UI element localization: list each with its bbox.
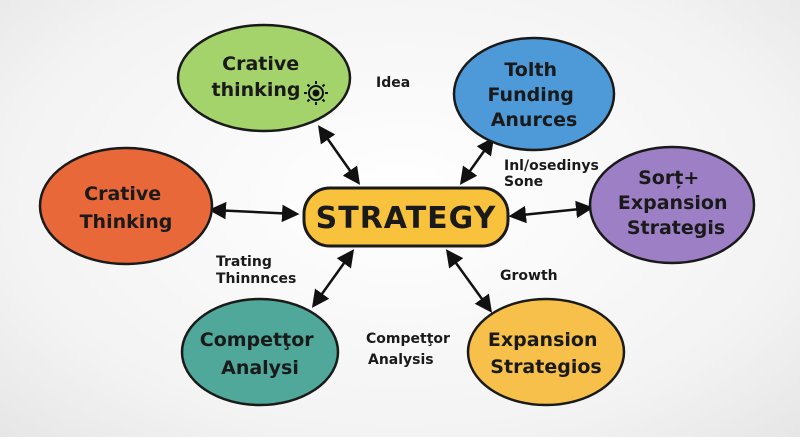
arrow-center-bottom-left (311, 249, 355, 308)
svg-text:Trating Thinnnces: Trating Thinnnces (216, 254, 296, 287)
node-right: Sorț+ Expansion Strategis (588, 145, 756, 265)
node-top-right: Tolth Funding Anurces (452, 36, 616, 152)
label-competitor-line-2: Analysis (368, 352, 434, 368)
node-top-left-shape (176, 23, 352, 133)
label-competitor-line-1: Competţor (366, 331, 450, 347)
label-growth: Growth (500, 268, 558, 284)
node-center: STRATEGY (302, 186, 510, 248)
node-center-shape (302, 186, 510, 248)
node-bottom-right-line-1: Expansion (488, 329, 598, 351)
node-right-line-1: Sorț+ (638, 167, 699, 189)
node-top-right-line-2: Funding (488, 84, 574, 106)
node-bottom-left-shape (180, 297, 340, 407)
node-top-right-line-1: Tolth (504, 59, 557, 81)
svg-text:Sorț+ Expansion St: Sorț+ Expansion Strategis (618, 167, 734, 239)
svg-text:Tolth Funding Anur: Tolth Funding Anurces (488, 59, 581, 131)
node-top-right-line-3: Anurces (491, 109, 578, 131)
arrow-center-top-left (317, 125, 361, 185)
label-inl-line-2: Sone (504, 174, 543, 190)
svg-text:Expansion Strategios: Expansion Strategios (488, 329, 604, 378)
connectors (208, 125, 594, 313)
node-left-shape (38, 146, 214, 266)
node-left-line-2: Thinking (80, 211, 173, 233)
node-left-line-1: Crative (84, 183, 161, 205)
node-bottom-left-line-1: Competţor (200, 329, 315, 351)
node-top-left: Crative thinking (176, 23, 352, 133)
node-right-line-3: Strategis (627, 217, 725, 239)
label-trating-line-2: Thinnnces (216, 271, 296, 287)
label-inl-line-1: Inl/osedinys (504, 158, 599, 174)
node-top-right-shape (452, 36, 616, 152)
node-bottom-right-line-2: Strategios (490, 356, 601, 378)
svg-text:Competţor Analysi: Competţor Analysi (200, 329, 321, 379)
node-right-line-2: Expansion (618, 192, 728, 214)
svg-text:Inl/osedinys Sone: Inl/osedinys Sone (504, 158, 604, 190)
arrow-center-left (208, 201, 300, 223)
arrow-center-top-right (459, 137, 495, 185)
svg-text:Crative thinking: Crative thinking (212, 53, 306, 101)
node-top-left-line-1: Crative (222, 53, 299, 75)
node-left: Crative Thinking (38, 146, 214, 266)
center-label: STRATEGY (316, 201, 497, 236)
label-trating-line-1: Trating (216, 254, 272, 270)
node-bottom-right: Expansion Strategios (466, 297, 626, 407)
node-bottom-left-line-2: Analysi (221, 357, 299, 379)
svg-text:Competţor Analysis: Competţor Analysis (366, 331, 455, 368)
node-right-shape (588, 145, 756, 265)
node-bottom-right-shape (466, 297, 626, 407)
arrow-center-right (508, 200, 594, 224)
node-top-left-line-2: thinking (212, 79, 301, 101)
svg-text:Crative Thinking: Crative Thinking (80, 183, 173, 233)
arrow-center-bottom-right (445, 249, 493, 313)
node-bottom-left: Competţor Analysi (180, 297, 340, 407)
label-idea: Idea (376, 75, 410, 91)
gear-lightbulb-icon (304, 81, 328, 105)
